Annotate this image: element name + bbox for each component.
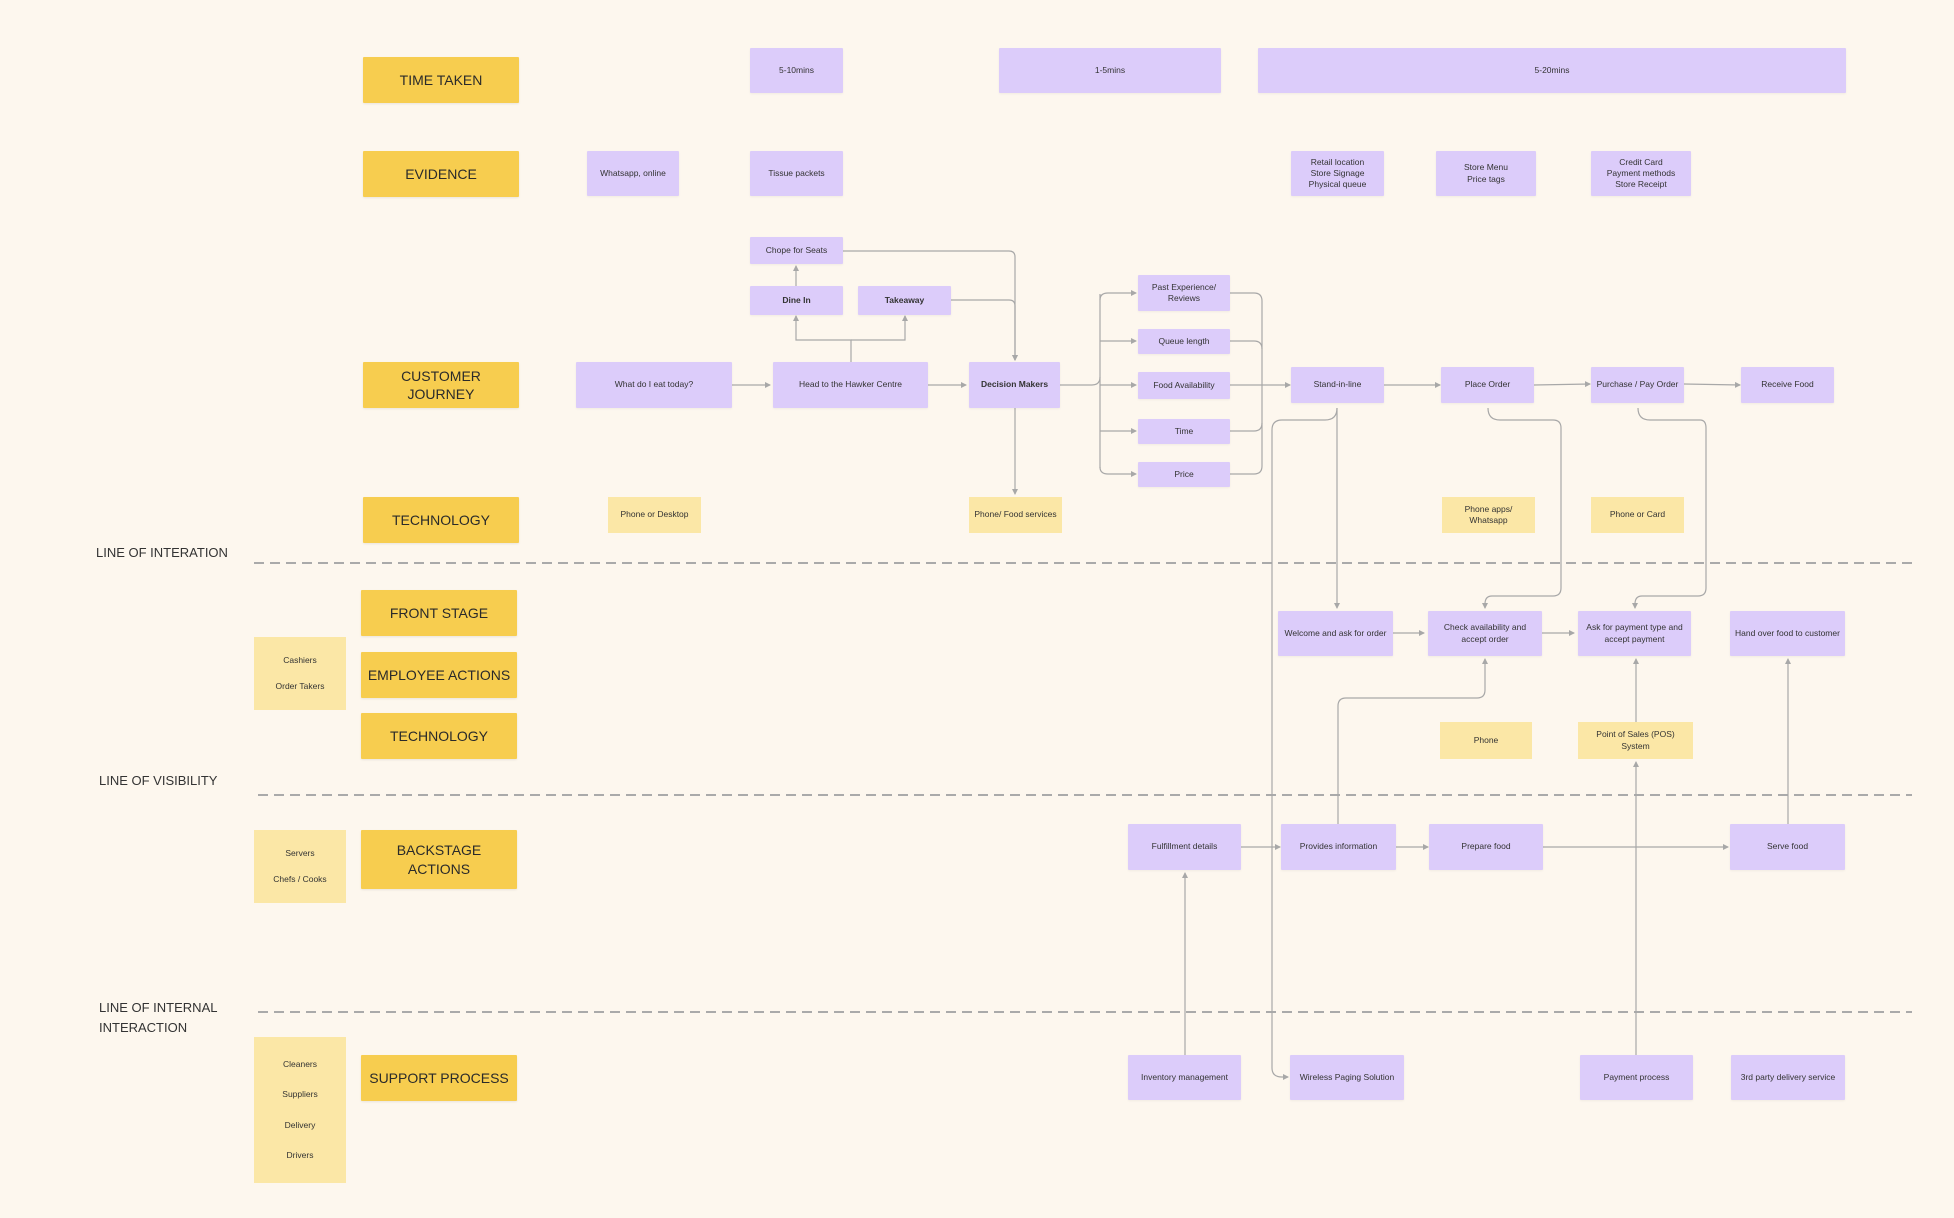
role-cleaners: Cleaners xyxy=(282,1058,318,1069)
back-fulfillment-details: Fulfillment details xyxy=(1128,824,1241,870)
lane-technology-employee: TECHNOLOGY xyxy=(361,713,517,759)
journey-receive-food: Receive Food xyxy=(1741,367,1834,403)
arrow-stand-to-paging xyxy=(1271,407,1338,1080)
tech-phone-food-services: Phone/ Food services xyxy=(969,497,1062,533)
lane-support-process: SUPPORT PROCESS xyxy=(361,1055,517,1101)
role-chefs-cooks: Chefs / Cooks xyxy=(273,874,327,885)
roles-backstage: Servers Chefs / Cooks xyxy=(254,830,346,903)
arrow-to-past xyxy=(1099,290,1137,301)
time-1-5mins: 1-5mins xyxy=(999,48,1221,93)
arrow-to-price xyxy=(1099,466,1137,477)
lane-time-taken: TIME TAKEN xyxy=(363,57,519,103)
role-delivery: Delivery xyxy=(284,1119,316,1130)
evidence-store-menu: Store Menu Price tags xyxy=(1436,151,1536,196)
front-check-availability: Check availability and accept order xyxy=(1428,611,1542,656)
role-drivers: Drivers xyxy=(286,1150,314,1161)
evidence-tissue-packets: Tissue packets xyxy=(750,151,843,196)
arrow-head-to-takeaway xyxy=(851,315,908,341)
time-5-20mins: 5-20mins xyxy=(1258,48,1846,93)
journey-food-availability: Food Availability xyxy=(1138,372,1230,399)
support-wireless-paging: Wireless Paging Solution xyxy=(1290,1055,1404,1100)
role-servers: Servers xyxy=(285,847,315,858)
lane-evidence: EVIDENCE xyxy=(363,151,519,197)
lane-technology-customer: TECHNOLOGY xyxy=(363,497,519,543)
evidence-retail-location: Retail location Store Signage Physical q… xyxy=(1291,151,1384,196)
line-of-interaction-label: LINE OF INTERATION xyxy=(96,545,228,560)
arrow-purchase-to-receive xyxy=(1683,381,1741,388)
front-hand-over-food: Hand over food to customer xyxy=(1730,611,1845,656)
back-provides-information: Provides information xyxy=(1281,824,1396,870)
lane-front-stage: FRONT STAGE xyxy=(361,590,517,636)
journey-what-do-i-eat: What do I eat today? xyxy=(576,362,732,408)
role-suppliers: Suppliers xyxy=(282,1089,318,1100)
tech-phone-or-card: Phone or Card xyxy=(1591,497,1684,533)
journey-dine-in: Dine In xyxy=(750,286,843,315)
journey-price: Price xyxy=(1138,462,1230,487)
front-ask-payment: Ask for payment type and accept payment xyxy=(1578,611,1691,656)
journey-purchase-pay-order: Purchase / Pay Order xyxy=(1591,367,1684,403)
roles-front: Cashiers Order Takers xyxy=(254,637,346,710)
arrow-takeaway-to-decision xyxy=(951,299,1018,361)
back-prepare-food: Prepare food xyxy=(1429,824,1543,870)
support-payment-process: Payment process xyxy=(1580,1055,1693,1100)
journey-time: Time xyxy=(1138,419,1230,444)
journey-place-order: Place Order xyxy=(1441,367,1534,403)
role-order-takers: Order Takers xyxy=(275,681,325,692)
role-cashiers: Cashiers xyxy=(283,654,317,665)
journey-head-to-hawker: Head to the Hawker Centre xyxy=(773,362,928,408)
journey-past-experience: Past Experience/ Reviews xyxy=(1138,275,1230,311)
line-of-visibility-label: LINE OF VISIBILITY xyxy=(99,773,218,788)
tech-phone: Phone xyxy=(1440,722,1532,759)
arrow-head-to-dinein xyxy=(793,315,852,362)
journey-chope-for-seats: Chope for Seats xyxy=(750,237,843,264)
tech-pos-system: Point of Sales (POS) System xyxy=(1578,722,1693,759)
evidence-whatsapp-online: Whatsapp, online xyxy=(587,151,679,196)
journey-stand-in-line: Stand-in-line xyxy=(1291,367,1384,403)
support-3rd-party-delivery: 3rd party delivery service xyxy=(1731,1055,1845,1100)
lane-backstage-actions: BACKSTAGE ACTIONS xyxy=(361,830,517,889)
tech-phone-apps-whatsapp: Phone apps/ Whatsapp xyxy=(1442,497,1535,533)
line-of-internal-interaction-label-1: LINE OF INTERNAL xyxy=(99,1000,218,1015)
support-inventory-management: Inventory management xyxy=(1128,1055,1241,1100)
evidence-credit-card: Credit Card Payment methods Store Receip… xyxy=(1591,151,1691,196)
time-5-10mins: 5-10mins xyxy=(750,48,843,93)
arrow-place-to-purchase xyxy=(1533,381,1591,388)
lane-customer-journey: CUSTOMER JOURNEY xyxy=(363,362,519,408)
journey-decision-makers: Decision Makers xyxy=(969,362,1060,408)
line-of-internal-interaction-label-2: INTERACTION xyxy=(99,1020,188,1035)
back-serve-food: Serve food xyxy=(1730,824,1845,870)
journey-queue-length: Queue length xyxy=(1138,329,1230,354)
roles-support: Cleaners Suppliers Delivery Drivers xyxy=(254,1037,346,1183)
journey-takeaway: Takeaway xyxy=(858,286,951,315)
tech-phone-or-desktop: Phone or Desktop xyxy=(608,497,701,533)
lane-employee-actions: EMPLOYEE ACTIONS xyxy=(361,652,517,698)
front-welcome-ask-order: Welcome and ask for order xyxy=(1278,611,1393,656)
